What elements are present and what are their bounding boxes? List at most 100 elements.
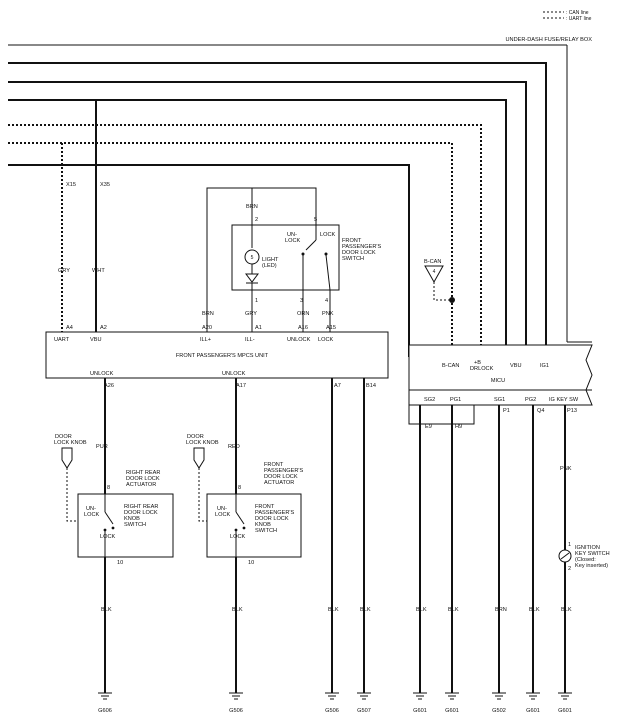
mpcs-pin-ill-plus: ILL+ xyxy=(200,337,211,343)
b-can-connector: B-CAN 4 xyxy=(424,259,455,303)
rr-door-knob-icon xyxy=(61,447,73,469)
micu-code-e9: E9 xyxy=(425,424,432,430)
ign-wire-pnk: PNK xyxy=(560,466,572,472)
ground-icon xyxy=(558,692,572,700)
wire-gry: GRY xyxy=(58,268,70,274)
mpcs-pin-a7: A7 xyxy=(334,383,341,389)
micu-pg2: PG2 xyxy=(525,397,536,403)
pin-x35: X35 xyxy=(100,182,110,188)
mpcs-pin-a1: A1 xyxy=(255,325,262,331)
pin-2: 2 xyxy=(255,217,258,223)
door-lock-switch-wires: BRN 2 5 1 3 4 BRN GRY ORN PNK xyxy=(202,187,334,332)
wire-brn-top: BRN xyxy=(246,204,258,210)
micu-pg1: PG1 xyxy=(450,397,461,403)
micu-vbu: VBU xyxy=(510,363,522,369)
ground-symbols xyxy=(98,692,572,700)
light-label: LIGHT(LED) xyxy=(262,257,279,269)
ground-name-1: G506 xyxy=(229,708,243,714)
gnd-wire-6: BRN xyxy=(495,607,507,613)
ground-icon xyxy=(526,692,540,700)
micu-sg2: SG2 xyxy=(424,397,435,403)
rr-pin-10: 10 xyxy=(117,560,123,566)
legend-uart-line: : UART line xyxy=(566,16,592,22)
ground-name-4: G601 xyxy=(413,708,427,714)
mpcs-pin-a20: A20 xyxy=(202,325,212,331)
ground-icon xyxy=(98,692,112,700)
fp-wire-red: RED xyxy=(228,444,240,450)
fp-switch-blade-icon xyxy=(235,511,245,525)
rr-pin-8: 8 xyxy=(107,485,110,491)
mpcs-pin-unlock-fp: UNLOCK xyxy=(222,371,246,377)
harness-wires xyxy=(8,62,547,357)
fuse-box-title: UNDER-DASH FUSE/RELAY BOX xyxy=(505,37,592,43)
gnd-wire-7: BLK xyxy=(529,607,540,613)
ground-name-6: G502 xyxy=(492,708,506,714)
mpcs-unit: FRONT PASSENGER'S MPCS UNIT A4 UART A2 V… xyxy=(45,325,389,389)
diode-icon xyxy=(245,273,259,283)
ground-icon xyxy=(492,692,506,700)
wire-orn: ORN xyxy=(297,311,309,317)
ground-name-3: G507 xyxy=(357,708,371,714)
mpcs-pin-a17: A17 xyxy=(236,383,246,389)
fp-lock-label: LOCK xyxy=(230,534,246,540)
ground-name-8: G601 xyxy=(558,708,572,714)
micu-ig1: IG1 xyxy=(540,363,549,369)
fp-unlock-label: UN-LOCK xyxy=(215,506,231,518)
fp-pin-10: 10 xyxy=(248,560,254,566)
mpcs-pin-a15: A15 xyxy=(326,325,336,331)
micu-code-q4: Q4 xyxy=(537,408,544,414)
rr-switch-blade-icon xyxy=(104,511,114,525)
gnd-wire-0: BLK xyxy=(101,607,112,613)
wire-wht: WHT xyxy=(92,268,105,274)
legend-can-line: : CAN line xyxy=(566,10,589,16)
mpcs-pin-unlock: UNLOCK xyxy=(287,337,311,343)
switch-unlock-label: UN-LOCK xyxy=(285,232,301,244)
b-can-num: 4 xyxy=(433,269,436,275)
ground-icon xyxy=(445,692,459,700)
ground-name-0: G606 xyxy=(98,708,112,714)
mpcs-pin-a2: A2 xyxy=(100,325,107,331)
led-pin-label: 5 xyxy=(251,255,254,261)
pin-5: 5 xyxy=(314,217,317,223)
micu-code-h9: H9 xyxy=(455,424,462,430)
pin-4: 4 xyxy=(325,298,328,304)
rr-lock-label: LOCK xyxy=(100,534,116,540)
b-can-triangle-icon xyxy=(424,265,444,284)
fp-door-knob-icon xyxy=(193,447,205,469)
micu-title: MICU xyxy=(491,378,505,384)
ground-icon xyxy=(357,692,371,700)
mpcs-pin-unlock-rr: UNLOCK xyxy=(90,371,114,377)
ign-pin-1: 1 xyxy=(568,542,571,548)
gnd-wire-8: BLK xyxy=(561,607,572,613)
mpcs-pin-lock: LOCK xyxy=(318,337,334,343)
ground-name-2: G506 xyxy=(325,708,339,714)
switch-lock-label: LOCK xyxy=(320,232,336,238)
micu-code-p1: P1 xyxy=(503,408,510,414)
ign-pin-2: 2 xyxy=(568,566,571,572)
wire-gry-a1: GRY xyxy=(245,311,257,317)
ground-icon xyxy=(413,692,427,700)
rr-wire-pur: PUR xyxy=(96,444,108,450)
under-dash-fuse-relay-box: UNDER-DASH FUSE/RELAY BOX xyxy=(8,37,592,343)
gnd-wire-4: BLK xyxy=(416,607,427,613)
ground-icon xyxy=(325,692,339,700)
ground-name-7: G601 xyxy=(526,708,540,714)
wire-pnk: PNK xyxy=(322,311,334,317)
mpcs-pin-b14: B14 xyxy=(366,383,376,389)
switch-blade-icon xyxy=(305,239,317,251)
